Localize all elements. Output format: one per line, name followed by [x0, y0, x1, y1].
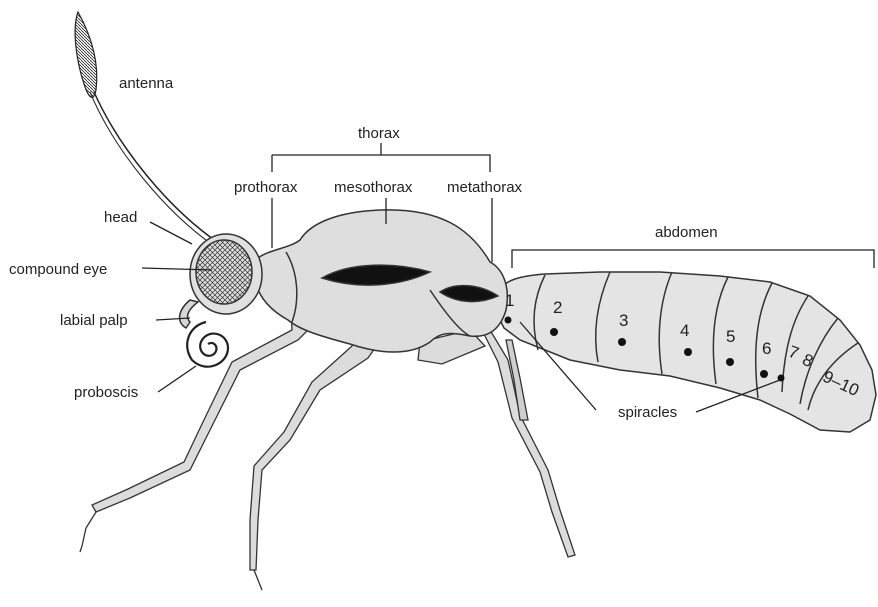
- labial-palp-label: labial palp: [60, 313, 128, 328]
- segment-number: 3: [619, 312, 628, 329]
- segment-number: 2: [553, 299, 562, 316]
- antenna-label: antenna: [119, 76, 173, 91]
- abdomen-label: abdomen: [655, 225, 718, 240]
- prothorax-label: prothorax: [234, 180, 297, 195]
- mesothorax-label: mesothorax: [334, 180, 412, 195]
- thorax-label: thorax: [358, 126, 400, 141]
- segment-number: 6: [762, 340, 771, 357]
- head-label: head: [104, 210, 137, 225]
- segment-number: 5: [726, 328, 735, 345]
- spiracles-label: spiracles: [618, 405, 677, 420]
- compound-eye-label: compound eye: [9, 262, 107, 277]
- antenna: [75, 12, 220, 246]
- segment-number: 1: [505, 292, 514, 309]
- segment-number: 4: [680, 322, 689, 339]
- head-body: [180, 234, 262, 367]
- proboscis-label: proboscis: [74, 385, 138, 400]
- metathorax-label: metathorax: [447, 180, 522, 195]
